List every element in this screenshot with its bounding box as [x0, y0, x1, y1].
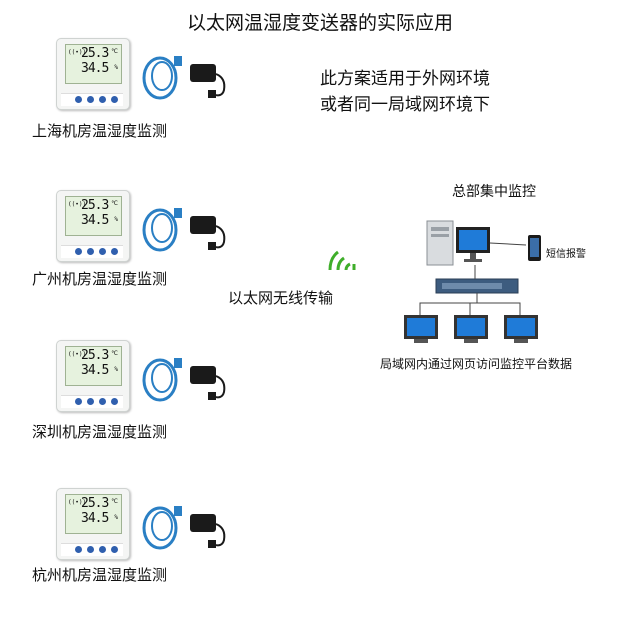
temperature-reading: 25.3: [81, 496, 109, 511]
humidity-reading: 34.5: [81, 511, 109, 526]
device-button: [87, 96, 94, 103]
smartphone-icon: [528, 235, 541, 261]
percent-unit: %: [114, 64, 118, 71]
device-button: [111, 546, 118, 553]
device-button: [87, 398, 94, 405]
celsius-unit: ℃: [111, 498, 118, 505]
signal-icon: ((•)): [68, 49, 87, 56]
site-label: 上海机房温湿度监测: [32, 122, 168, 140]
device-button: [111, 248, 118, 255]
temperature-reading: 25.3: [81, 46, 109, 61]
humidity-reading: 34.5: [81, 363, 109, 378]
wireless-label: 以太网无线传输: [228, 289, 334, 307]
scope-line-1: 此方案适用于外网环境: [320, 69, 490, 89]
monitor-icon: [454, 315, 488, 343]
humidity-reading: 34.5: [81, 61, 109, 76]
button-bar: [61, 245, 123, 258]
power-adapter-icon: [190, 514, 226, 548]
server-icon: [426, 220, 454, 266]
temperature-reading: 25.3: [81, 198, 109, 213]
signal-icon: ((•)): [68, 351, 87, 358]
ethernet-cable-icon: [142, 208, 182, 252]
device-button: [75, 398, 82, 405]
device-button: [75, 248, 82, 255]
ethernet-cable-icon: [142, 506, 182, 550]
device-button: [99, 398, 106, 405]
signal-icon: ((•)): [68, 499, 87, 506]
ethernet-cable-icon: [142, 358, 182, 402]
scope-line-2: 或者同一局域网环境下: [320, 95, 490, 115]
button-bar: [61, 543, 123, 556]
monitor-icon: [404, 315, 438, 343]
temperature-reading: 25.3: [81, 348, 109, 363]
power-adapter-icon: [190, 366, 226, 400]
button-bar: [61, 395, 123, 408]
monitor-icon: [504, 315, 538, 343]
power-adapter-icon: [190, 64, 226, 98]
celsius-unit: ℃: [111, 200, 118, 207]
percent-unit: %: [114, 366, 118, 373]
network-switch-icon: [435, 278, 519, 294]
device-button: [87, 546, 94, 553]
monitor-icon: [456, 227, 490, 262]
percent-unit: %: [114, 216, 118, 223]
sms-alarm-label: 短信报警: [546, 249, 586, 260]
diagram-title: 以太网温湿度变送器的实际应用: [186, 12, 453, 34]
device-button: [87, 248, 94, 255]
power-adapter-icon: [190, 216, 226, 250]
lan-access-label: 局域网内通过网页访问监控平台数据: [380, 357, 573, 371]
button-bar: [61, 93, 123, 106]
hq-network: [404, 220, 541, 343]
device-button: [75, 546, 82, 553]
scope-note: 此方案适用于外网环境 或者同一局域网环境下: [320, 66, 490, 118]
celsius-unit: ℃: [111, 48, 118, 55]
ethernet-cable-icon: [142, 56, 182, 100]
site-label: 杭州机房温湿度监测: [32, 566, 168, 584]
celsius-unit: ℃: [111, 350, 118, 357]
device-button: [75, 96, 82, 103]
wifi-signal-icon: [328, 250, 356, 271]
humidity-reading: 34.5: [81, 213, 109, 228]
signal-icon: ((•)): [68, 201, 87, 208]
device-button: [111, 96, 118, 103]
device-button: [99, 248, 106, 255]
site-label: 深圳机房温湿度监测: [32, 423, 168, 441]
percent-unit: %: [114, 514, 118, 521]
site-label: 广州机房温湿度监测: [32, 270, 168, 288]
device-button: [99, 96, 106, 103]
hq-label: 总部集中监控: [452, 184, 536, 200]
device-button: [111, 398, 118, 405]
device-button: [99, 546, 106, 553]
